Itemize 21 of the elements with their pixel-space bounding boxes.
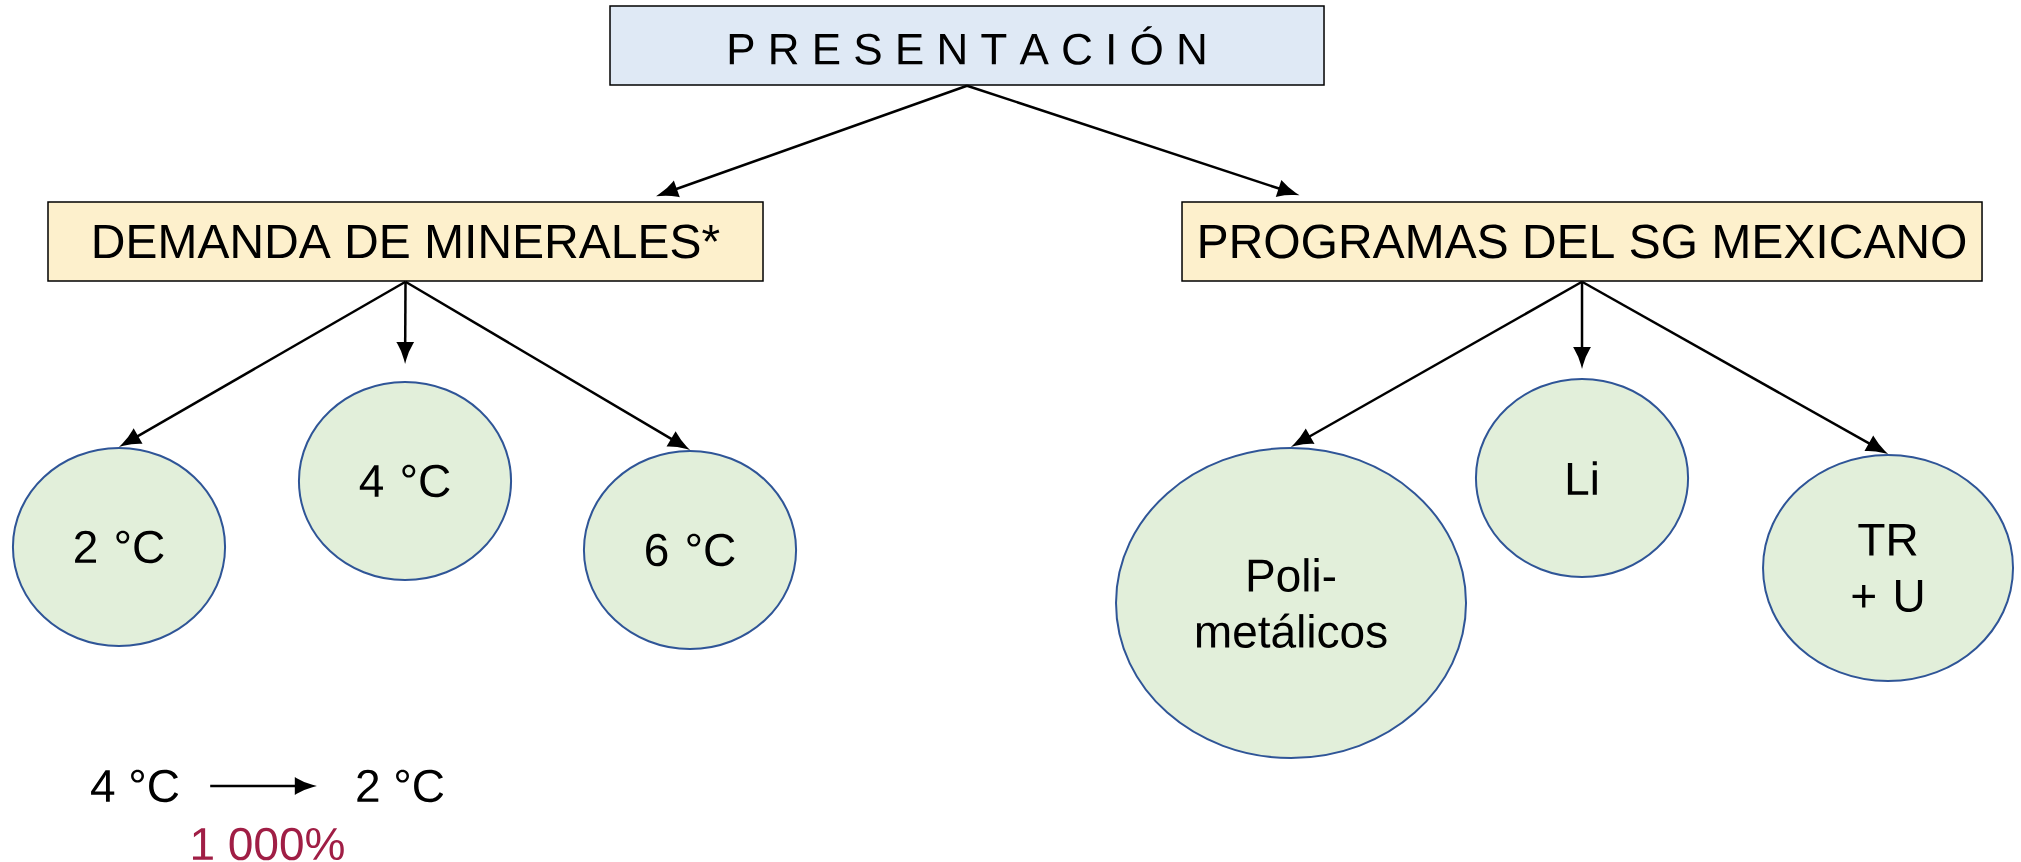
arrow bbox=[1574, 281, 1590, 366]
ellipse-node: 2 °C bbox=[11, 447, 227, 647]
ellipse-node: Poli-metálicos bbox=[1115, 447, 1467, 759]
ellipse-node: TR + U bbox=[1762, 454, 2014, 682]
arrow bbox=[121, 280, 407, 446]
arrow bbox=[966, 84, 1297, 197]
arrow bbox=[397, 281, 414, 361]
arrow bbox=[659, 84, 968, 197]
heading-box: PROGRAMAS DEL SG MEXICANO bbox=[1181, 201, 1983, 282]
ellipse-node: 4 °C bbox=[297, 381, 513, 581]
title-box: P R E S E N T A C I Ó N bbox=[609, 5, 1325, 86]
edge-label: 1 000% bbox=[187, 825, 348, 862]
ellipse-node: 6 °C bbox=[582, 450, 798, 650]
heading-box: DEMANDA DE MINERALES* bbox=[47, 201, 764, 282]
arrow bbox=[1581, 280, 1886, 453]
arrow bbox=[210, 778, 314, 794]
arrow bbox=[1293, 280, 1583, 446]
temperature-label: 4 °C bbox=[91, 769, 179, 803]
temperature-label: 2 °C bbox=[357, 769, 444, 803]
arrow bbox=[404, 280, 688, 449]
ellipse-node: Li bbox=[1474, 378, 1690, 578]
